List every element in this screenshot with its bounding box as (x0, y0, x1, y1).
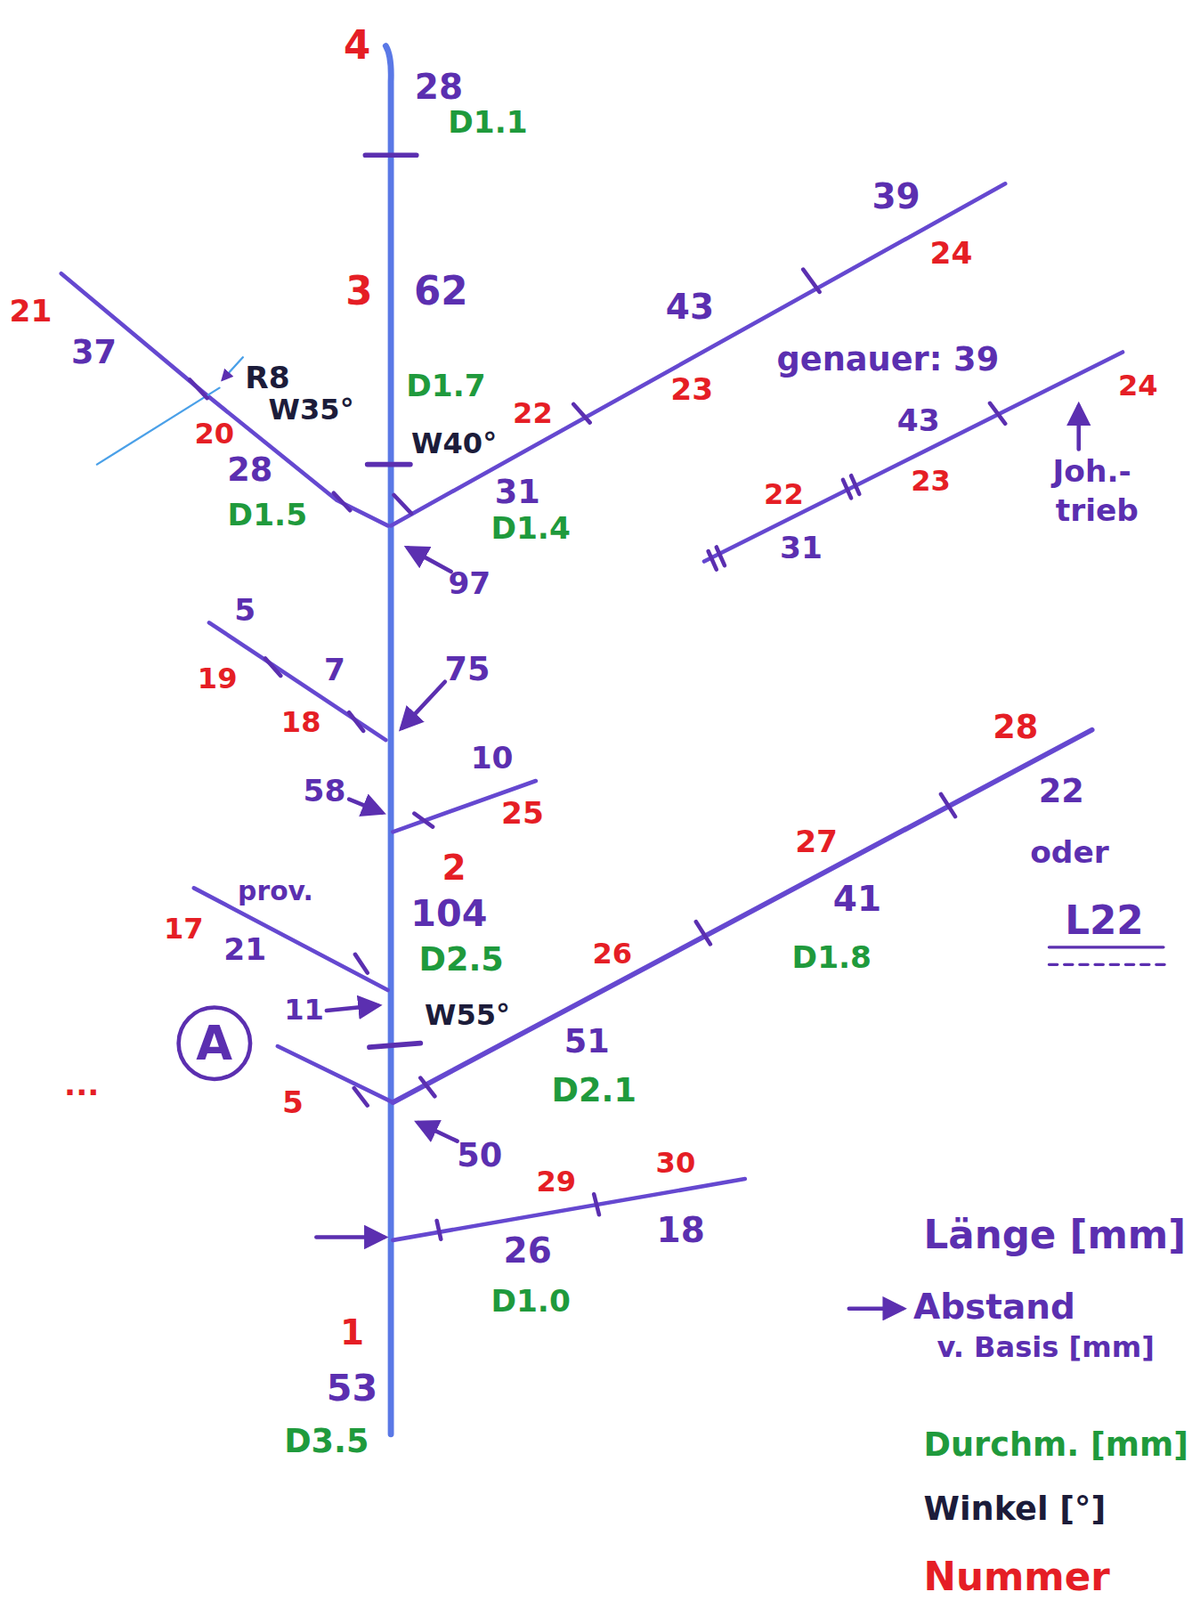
angle-label: Winkel [°] (923, 1492, 1106, 1525)
angle-label: W40° (411, 429, 497, 459)
distance-arrow (348, 799, 382, 813)
number-label: 1 (340, 1314, 365, 1350)
length-label: 5 (234, 594, 256, 625)
number-label: 2 (442, 850, 467, 885)
length-label: genauer: 39 (777, 342, 1000, 376)
number-label: 3 (345, 271, 373, 311)
length-label: v. Basis [mm] (936, 1332, 1154, 1362)
number-label: 29 (535, 1167, 576, 1196)
length-label: 11 (283, 996, 325, 1025)
number-label: 25 (501, 797, 544, 828)
number-label: 17 (163, 914, 204, 943)
pointer-arrow (1076, 405, 1081, 449)
number-label: 19 (197, 664, 238, 693)
number-label: 26 (592, 940, 633, 969)
branch (392, 729, 1092, 1103)
number-label: ... (64, 1069, 99, 1100)
node-letter: A (195, 1019, 233, 1067)
length-label: 50 (456, 1138, 503, 1172)
legend-arrow (849, 1305, 903, 1311)
year-boundary-tick (708, 475, 860, 569)
length-label: Abstand (913, 1289, 1076, 1324)
length-label: 22 (1038, 774, 1085, 808)
diameter-label: D1.7 (405, 370, 486, 401)
number-label: 30 (656, 1149, 697, 1178)
dashed-underline (1048, 963, 1168, 966)
number-label: Nummer (923, 1556, 1110, 1597)
length-label: 31 (779, 532, 823, 563)
branch (61, 273, 389, 526)
length-label: 43 (665, 288, 714, 324)
length-label: 7 (324, 654, 346, 685)
length-label: 43 (897, 405, 941, 436)
length-label: 18 (656, 1212, 706, 1248)
diameter-label: D1.0 (490, 1285, 570, 1316)
length-label: 97 (447, 568, 491, 600)
length-label: 21 (223, 933, 267, 965)
number-label: 18 (281, 708, 322, 738)
number-label: 5 (282, 1086, 304, 1118)
diameter-label: D2.1 (551, 1073, 636, 1107)
diameter-label: D1.8 (792, 941, 872, 973)
length-label: Länge [mm] (923, 1215, 1186, 1255)
length-label: 41 (833, 880, 882, 916)
length-label: 75 (445, 652, 491, 686)
length-label: L22 (1064, 900, 1144, 941)
distance-arrow (408, 548, 452, 572)
length-label: 104 (410, 894, 487, 932)
length-label: Joh.- (1053, 455, 1132, 487)
length-label: 26 (503, 1232, 552, 1268)
diameter-label: Durchm. [mm] (923, 1427, 1188, 1461)
length-label: 51 (564, 1024, 610, 1058)
branch (390, 183, 1006, 526)
number-label: 4 (343, 26, 371, 66)
length-label: oder (1029, 836, 1110, 868)
segment-tick (189, 269, 1006, 1240)
length-label: 58 (303, 775, 347, 806)
number-label: 21 (8, 295, 52, 326)
length-label: 37 (71, 335, 117, 369)
length-label: 28 (414, 69, 463, 105)
number-label: 22 (512, 398, 553, 428)
length-label: 39 (871, 178, 920, 214)
circled-letter: A (175, 1004, 253, 1082)
number-label: 28 (992, 710, 1038, 744)
diameter-label: D3.5 (283, 1424, 369, 1458)
angle-label: W55° (424, 1001, 511, 1030)
length-label: 10 (470, 743, 514, 774)
angle-label: R8 (244, 362, 290, 393)
length-label: 62 (413, 271, 469, 311)
number-label: 23 (910, 467, 951, 496)
number-label: 22 (763, 480, 804, 510)
diameter-label: D1.5 (227, 500, 308, 531)
length-label: 28 (227, 453, 273, 487)
length-label: 53 (326, 1369, 378, 1406)
cut-pointer (222, 356, 244, 380)
length-label: prov. (237, 877, 314, 905)
number-label: 24 (1118, 371, 1159, 400)
length-label: trieb (1055, 494, 1139, 526)
diameter-label: D1.4 (490, 513, 570, 544)
distance-arrow (326, 1005, 378, 1011)
diameter-label: D1.1 (447, 106, 528, 138)
length-label: 31 (494, 475, 541, 509)
number-label: 23 (670, 374, 714, 406)
underline (1048, 945, 1163, 949)
number-label: 27 (794, 827, 838, 858)
angle-label: W35° (268, 396, 355, 425)
node-circle (178, 1006, 251, 1079)
diameter-label: D2.5 (418, 942, 503, 976)
number-label: 20 (194, 419, 235, 448)
distance-arrow (402, 681, 446, 729)
distance-arrow (418, 1122, 458, 1142)
distance-arrow (316, 1234, 384, 1240)
number-label: 24 (930, 237, 974, 268)
